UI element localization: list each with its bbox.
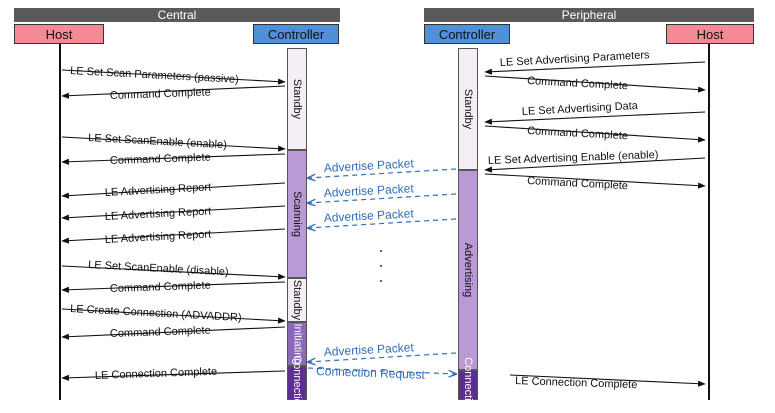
message-arrow (484, 157, 706, 173)
message-label: LE Create Connection (ADVADDR) (70, 303, 242, 324)
message-arrow (307, 367, 456, 374)
message-label: LE Advertising Report (105, 181, 212, 199)
message-arrow (509, 374, 706, 387)
message-arrow (484, 173, 706, 189)
message-arrow (308, 352, 457, 362)
peripheral-group-header: Peripheral (424, 8, 754, 22)
message-arrow (308, 193, 457, 203)
message-arrow (484, 61, 706, 75)
message-label: LE Set ScanEnable (enable) (88, 132, 227, 151)
message-arrow (61, 205, 286, 221)
central-state-initiating: Initiating (287, 322, 307, 366)
message-arrow (61, 182, 286, 199)
ellipsis-dot (380, 280, 382, 282)
message-label: Command Complete (110, 86, 211, 102)
message-arrow (484, 75, 706, 93)
message-label: Command Complete (527, 75, 628, 92)
message-arrow (484, 125, 706, 143)
message-label: LE Set Advertising Enable (enable) (488, 149, 659, 167)
message-label: Advertise Packet (323, 156, 414, 175)
sequence-diagram: Central Peripheral Host Controller Contr… (14, 8, 754, 400)
message-label: LE Connection Complete (515, 375, 638, 391)
message-label: Command Complete (110, 279, 211, 295)
message-arrow (308, 218, 457, 228)
message-label: LE Set Scan Parameters (passive) (70, 65, 239, 86)
message-label: Advertise Packet (323, 181, 414, 200)
peripheral-controller-box: Controller (424, 24, 510, 44)
message-label: LE Connection Complete (95, 366, 218, 382)
message-arrows: LE Set Scan Parameters (passive)Command … (61, 49, 706, 391)
message-label: Advertise Packet (323, 206, 414, 225)
peripheral-host-box: Host (666, 24, 754, 44)
central-state-standby-2: Standby (287, 278, 307, 322)
central-state-standby: Standby (287, 48, 307, 150)
message-label: LE Advertising Report (105, 228, 212, 246)
message-label: Advertise Packet (323, 340, 414, 359)
message-label: Command Complete (110, 151, 211, 167)
peripheral-state-standby: Standby (458, 48, 478, 170)
message-arrow (61, 370, 286, 381)
message-arrow (61, 326, 286, 340)
message-arrow (61, 308, 286, 324)
message-arrow (61, 281, 286, 293)
message-label: Connection Request (316, 364, 426, 382)
message-arrow (61, 153, 286, 165)
message-label: LE Advertising Report (105, 205, 212, 223)
central-state-scanning: Scanning (287, 150, 307, 278)
central-host-box: Host (14, 24, 104, 44)
message-label: Command Complete (527, 125, 628, 142)
message-arrow (308, 168, 457, 178)
central-host-lifeline (59, 44, 61, 400)
ellipsis-dot (380, 265, 382, 267)
message-arrow (61, 136, 286, 152)
peripheral-state-advertising: Advertising (458, 170, 478, 370)
message-label: Command Complete (110, 324, 211, 340)
message-label: Command Complete (527, 175, 628, 192)
message-arrow (61, 265, 286, 280)
message-arrow (61, 228, 286, 244)
ellipsis-dot (380, 250, 382, 252)
central-controller-box: Controller (253, 24, 339, 44)
peripheral-host-lifeline (708, 44, 710, 400)
message-label: LE Set ScanEnable (disable) (88, 259, 229, 278)
message-arrow (61, 69, 286, 85)
central-group-header: Central (14, 8, 340, 22)
message-arrow (484, 111, 706, 125)
message-arrow (61, 85, 286, 99)
